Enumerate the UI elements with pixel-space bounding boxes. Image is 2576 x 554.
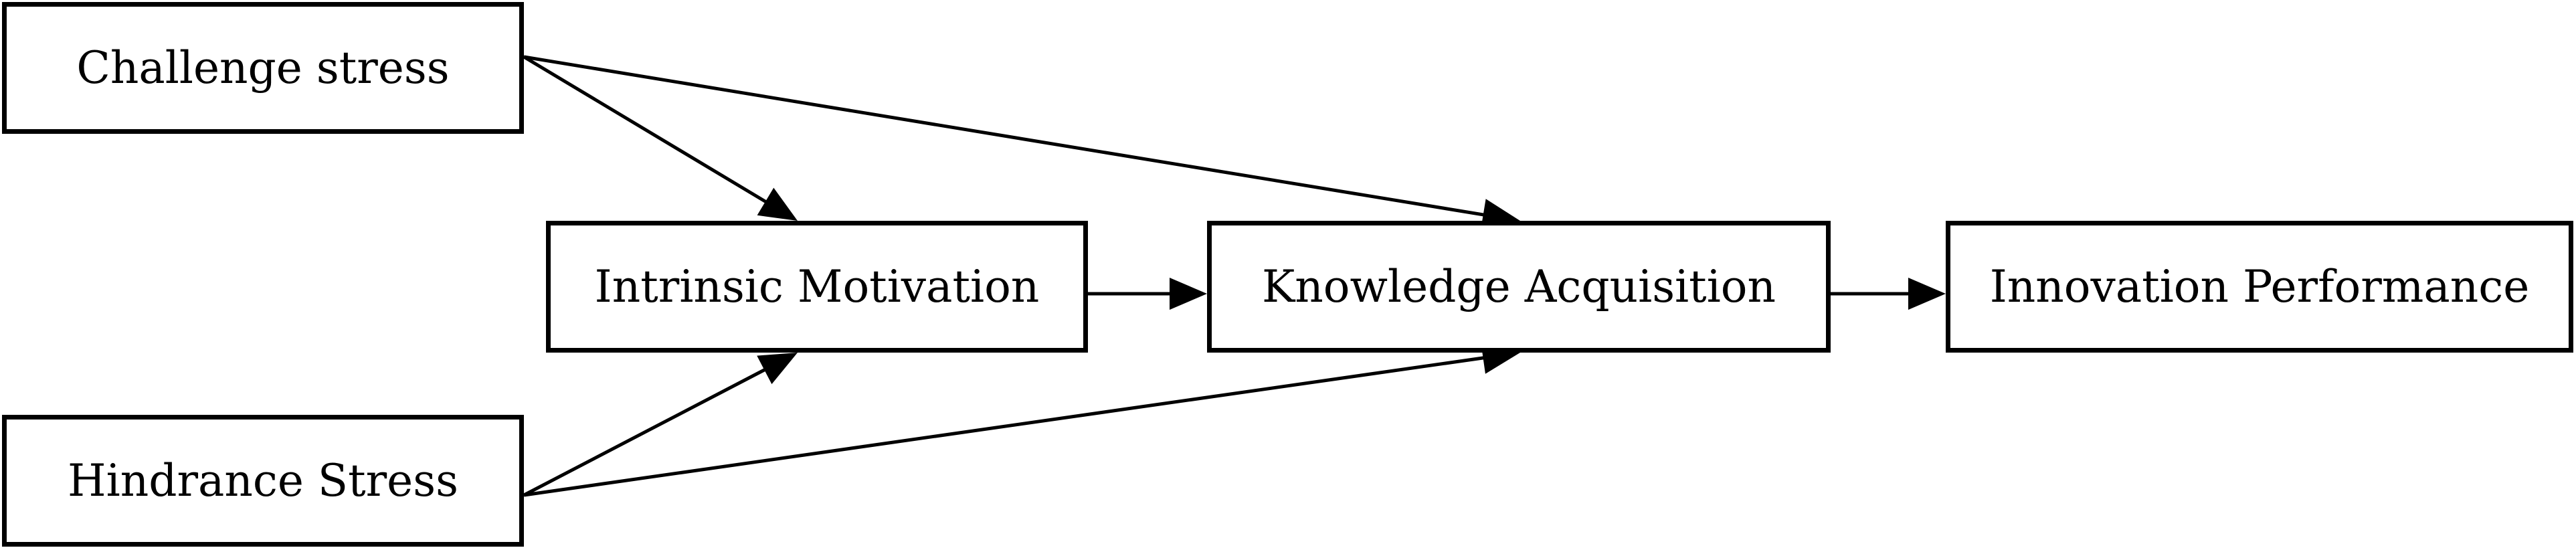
edge-hindrance-knowledge bbox=[523, 355, 1486, 497]
arrowhead-hindrance-intrinsic bbox=[757, 353, 798, 385]
node-label: Hindrance Stress bbox=[68, 455, 458, 506]
edge-hindrance-intrinsic bbox=[523, 367, 768, 497]
node-label: Challenge stress bbox=[76, 42, 450, 94]
edge-challenge-intrinsic bbox=[523, 55, 769, 205]
arrowhead-intrinsic-knowledge bbox=[1170, 278, 1207, 310]
arrowhead-challenge-intrinsic bbox=[757, 187, 798, 221]
edge-challenge-knowledge bbox=[523, 55, 1487, 217]
node-label: Innovation Performance bbox=[1989, 261, 2530, 312]
node-hindrance-stress: Hindrance Stress bbox=[2, 415, 524, 547]
node-innovation-performance: Innovation Performance bbox=[1946, 221, 2573, 353]
node-knowledge-acquisition: Knowledge Acquisition bbox=[1207, 221, 1831, 353]
arrowhead-knowledge-innovation bbox=[1908, 278, 1946, 310]
node-challenge-stress: Challenge stress bbox=[2, 2, 524, 134]
node-label: Intrinsic Motivation bbox=[594, 261, 1040, 312]
node-label: Knowledge Acquisition bbox=[1261, 261, 1776, 312]
node-intrinsic-motivation: Intrinsic Motivation bbox=[546, 221, 1088, 353]
